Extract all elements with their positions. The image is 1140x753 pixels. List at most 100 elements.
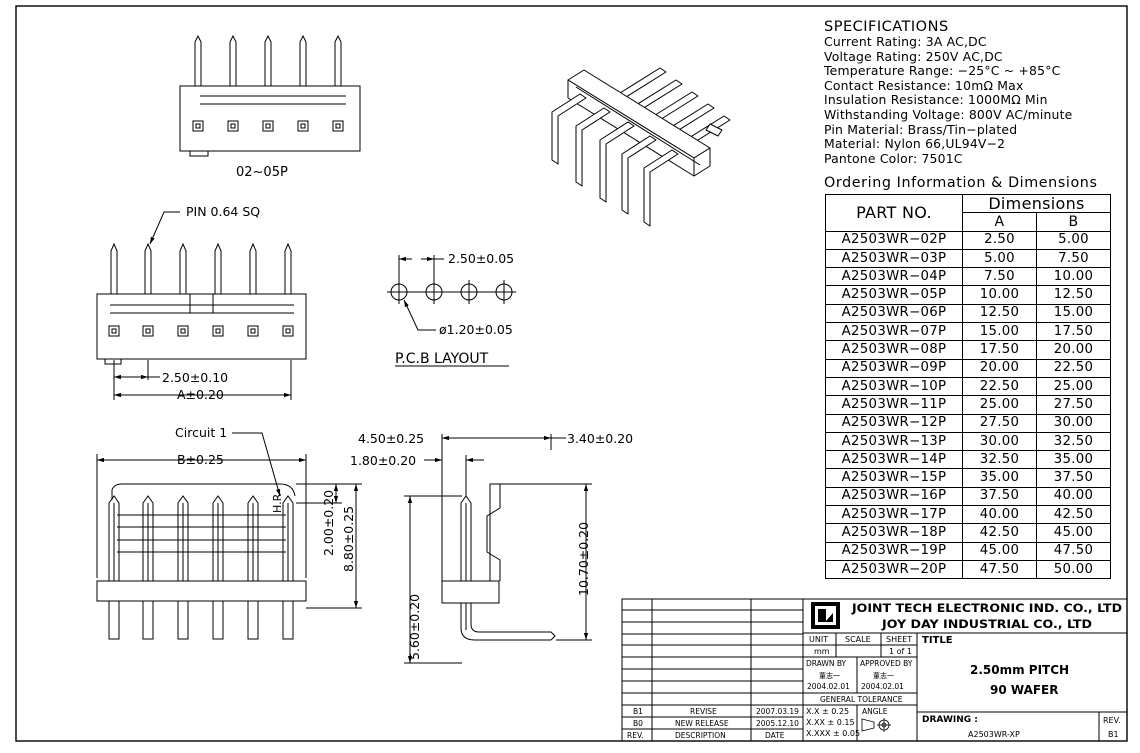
- cell-part: A2503WR−16P: [825, 486, 963, 507]
- rev-label: REV.: [1103, 716, 1121, 725]
- spec-material: Material: Nylon 66,UL94V−2: [824, 136, 1006, 152]
- circuit-1-label: Circuit 1: [175, 425, 227, 440]
- approved-date: 2004.02.01: [861, 682, 904, 691]
- cell-a: 20.00: [962, 358, 1037, 378]
- small-view-label: 02~05P: [236, 165, 288, 180]
- cell-a: 10.00: [962, 285, 1037, 305]
- cell-a: 12.50: [962, 303, 1037, 324]
- rev-row-2-rev: B0: [633, 719, 643, 728]
- drawn-date: 2004.02.01: [807, 682, 850, 691]
- cell-b: 7.50: [1035, 248, 1112, 269]
- title-line-2: 90 WAFER: [990, 683, 1059, 697]
- ordering-title: Ordering Information & Dimensions: [824, 175, 1098, 191]
- cell-part: A2503WR−03P: [825, 248, 963, 269]
- cell-b: 17.50: [1035, 322, 1112, 342]
- pitch-top-label: 2.50±0.10: [162, 370, 228, 385]
- title-line-1: 2.50mm PITCH: [970, 663, 1069, 677]
- cell-b: 22.50: [1035, 358, 1112, 378]
- date-head: DATE: [765, 731, 785, 740]
- title-block-grid: [621, 598, 1128, 742]
- drawing-no-label: DRAWING :: [922, 715, 978, 725]
- pin-leader: [149, 211, 180, 245]
- cell-b: 30.00: [1035, 413, 1112, 433]
- cell-a: 17.50: [962, 340, 1037, 360]
- sheet-label: SHEET: [886, 635, 912, 644]
- small-front-view: [179, 34, 361, 157]
- rev-row-2-desc: NEW RELEASE: [675, 719, 729, 728]
- cell-b: 5.00: [1035, 230, 1112, 250]
- dim-3-40-label: 3.40±0.20: [567, 431, 633, 446]
- side-view: [404, 434, 592, 664]
- sheet-value: 1 of 1: [889, 647, 912, 656]
- cell-a: 47.50: [962, 559, 1037, 580]
- cell-a: 37.50: [962, 486, 1037, 507]
- company-name-sub: JOY DAY INDUSTRIAL CO., LTD: [881, 617, 1092, 631]
- header-dimensions: Dimensions: [961, 193, 1112, 214]
- rev-row-1-date: 2007.03.19: [756, 707, 799, 716]
- cell-part: A2503WR−10P: [825, 376, 963, 397]
- cell-part: A2503WR−13P: [825, 431, 963, 452]
- drawing-no: A2503WR-XP: [968, 730, 1020, 739]
- main-front-view: [96, 211, 307, 400]
- cell-a: 45.00: [962, 541, 1037, 561]
- rev-row-1-desc: REVISE: [690, 707, 717, 716]
- dim-1-80-label: 1.80±0.20: [350, 453, 416, 468]
- header-b: B: [1035, 212, 1112, 232]
- pin-note: PIN 0.64 SQ: [186, 204, 260, 219]
- cell-part: A2503WR−14P: [825, 450, 963, 470]
- a-dimension-label: A±0.20: [177, 387, 224, 402]
- cell-a: 22.50: [962, 376, 1037, 397]
- unit-label: UNIT: [809, 635, 828, 644]
- title-label: TITLE: [922, 635, 953, 646]
- cell-part: A2503WR−18P: [825, 523, 963, 543]
- rev-row-1-rev: B1: [633, 707, 643, 716]
- projection-symbol-icon: [861, 718, 891, 732]
- pcb-layout: [387, 255, 516, 367]
- small-view-pin-squares: [192, 120, 344, 132]
- approved-by-label: APPROVED BY: [860, 659, 913, 668]
- cell-b: 37.50: [1035, 468, 1112, 488]
- cell-a: 35.00: [962, 468, 1037, 488]
- cell-a: 42.50: [962, 523, 1037, 543]
- cell-b: 12.50: [1035, 285, 1112, 305]
- cell-b: 15.00: [1035, 303, 1112, 324]
- cell-part: A2503WR−20P: [825, 559, 963, 580]
- cell-b: 47.50: [1035, 541, 1112, 561]
- cell-part: A2503WR−07P: [825, 322, 963, 342]
- bottom-view-pins: [108, 495, 294, 640]
- cell-a: 27.50: [962, 413, 1037, 433]
- dim-5-60-label: 5.60±0.20: [407, 594, 422, 660]
- spec-pantone-color: Pantone Color: 7501C: [824, 150, 963, 166]
- spec-contact-resistance: Contact Resistance: 10mΩ Max: [824, 77, 1024, 93]
- drawn-by-name: 董志一: [819, 671, 840, 680]
- cell-a: 2.50: [962, 230, 1037, 250]
- cell-part: A2503WR−04P: [825, 267, 963, 287]
- specifications: SPECIFICATIONS Current Rating: 3A AC,DC …: [824, 20, 1124, 166]
- cell-part: A2503WR−08P: [825, 340, 963, 360]
- small-view-pins: [194, 34, 342, 86]
- description-head: DESCRIPTION: [675, 731, 726, 740]
- spec-voltage-rating: Voltage Rating: 250V AC,DC: [824, 48, 1003, 64]
- cell-b: 35.00: [1035, 450, 1112, 470]
- cell-part: A2503WR−02P: [825, 230, 963, 250]
- cell-a: 5.00: [962, 248, 1037, 269]
- spec-current-rating: Current Rating: 3A AC,DC: [824, 34, 987, 49]
- spec-insulation-resistance: Insulation Resistance: 1000MΩ Min: [824, 92, 1048, 108]
- dim-2-00-label: 2.00±0.20: [321, 490, 336, 556]
- spec-withstanding-voltage: Withstanding Voltage: 800V AC/minute: [824, 106, 1073, 122]
- cell-part: A2503WR−17P: [825, 505, 963, 525]
- spec-temperature-range: Temperature Range: −25°C ~ +85°C: [824, 63, 1061, 79]
- cell-a: 30.00: [962, 431, 1037, 452]
